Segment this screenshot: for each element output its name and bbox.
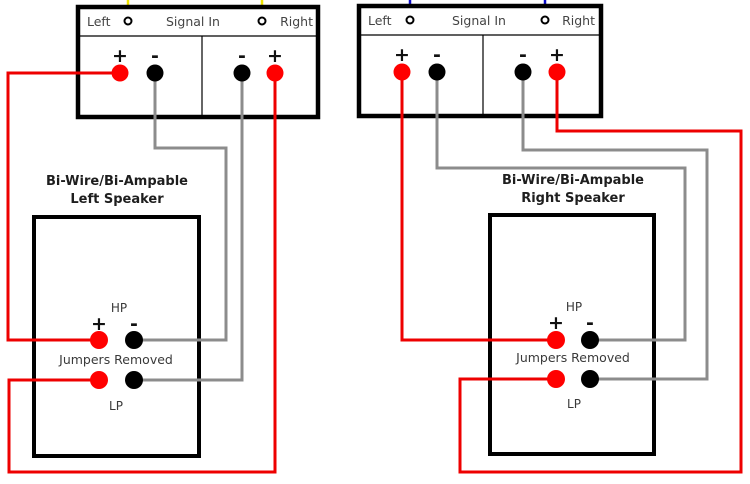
right-speaker-lp-label: LP: [567, 397, 581, 411]
right-amp-body: [356, 3, 604, 119]
right-speaker-plus-label: +: [548, 312, 564, 334]
left-amp-a-positive-terminal: [111, 64, 129, 82]
left-speaker-title-line1: Bi-Wire/Bi-Ampable: [46, 174, 188, 189]
right-amp-b-negative-terminal: [514, 63, 532, 81]
left-amp-signal-title: Signal In: [166, 14, 220, 29]
left-speaker-lp-negative-terminal: [125, 371, 143, 389]
left-lp-negative-wire: [134, 73, 244, 382]
left-amp-left-input-jack-icon: [123, 16, 133, 26]
right-lp-positive-wire: [458, 72, 743, 474]
right-speaker-lp-positive-terminal: [547, 370, 565, 388]
left-speaker-hp-positive-terminal: [90, 331, 108, 349]
right-speaker-hp-label: HP: [566, 300, 582, 314]
left-amp-left-label: Left: [87, 14, 111, 29]
left-amp-b-negative-terminal: [233, 64, 251, 82]
right-lp-negative-wire: [521, 72, 709, 381]
right-speaker-hp-negative-terminal: [581, 331, 599, 349]
left-hp-negative-wire: [134, 73, 228, 342]
left-amp-b-minus-label: -: [238, 45, 246, 67]
left-amp-body: [75, 4, 321, 120]
right-amplifier: Left Signal In Right + - - +: [356, 0, 604, 119]
right-amp-b-positive-terminal: [548, 63, 566, 81]
right-amp-a-minus-label: -: [433, 44, 441, 66]
left-amplifier: Left Signal In Right + - - +: [75, 0, 321, 120]
right-amp-left-input-jack-icon: [405, 15, 415, 25]
right-amp-a-plus-label: +: [394, 44, 410, 66]
right-amp-a-negative-terminal: [428, 63, 446, 81]
right-amp-b-plus-label: +: [549, 44, 565, 66]
right-amp-a-positive-terminal: [393, 63, 411, 81]
left-speaker-hp-label: HP: [111, 301, 127, 315]
right-speaker-hp-positive-terminal: [547, 331, 565, 349]
left-amp-right-label: Right: [280, 14, 313, 29]
right-amp-b-minus-label: -: [519, 44, 527, 66]
left-speaker-plus-label: +: [91, 313, 107, 335]
left-speaker: Bi-Wire/Bi-Ampable Left Speaker HP + - J…: [32, 174, 201, 458]
right-speaker-cabinet: [488, 213, 656, 456]
left-speaker-lp-label: LP: [109, 399, 123, 413]
left-amp-right-input-jack-icon: [257, 16, 267, 26]
right-hp-negative-wire: [435, 72, 687, 342]
right-speaker-minus-label: -: [586, 312, 594, 334]
left-amp-a-negative-terminal: [146, 64, 164, 82]
left-amp-b-positive-terminal: [266, 64, 284, 82]
left-speaker-jumper-note: Jumpers Removed: [58, 352, 173, 367]
left-speaker-minus-label: -: [130, 313, 138, 335]
left-speaker-hp-negative-terminal: [125, 331, 143, 349]
right-speaker-jumper-note: Jumpers Removed: [515, 350, 630, 365]
right-amp-signal-title: Signal In: [452, 13, 506, 28]
left-lp-positive-wire: [7, 73, 277, 474]
right-amp-right-label: Right: [562, 13, 595, 28]
right-amp-left-label: Left: [368, 13, 392, 28]
right-speaker-title-line2: Right Speaker: [521, 191, 625, 206]
left-speaker-lp-positive-terminal: [90, 371, 108, 389]
left-speaker-title-line2: Left Speaker: [70, 192, 164, 207]
left-hp-positive-wire: [6, 71, 120, 342]
left-speaker-cabinet: [32, 215, 201, 458]
left-amp-a-plus-label: +: [112, 45, 128, 67]
right-hp-positive-wire: [400, 72, 556, 342]
right-amp-right-input-jack-icon: [540, 15, 550, 25]
right-speaker-title-line1: Bi-Wire/Bi-Ampable: [502, 173, 644, 188]
right-speaker-lp-negative-terminal: [581, 370, 599, 388]
terminals: [90, 63, 599, 389]
left-amp-a-minus-label: -: [151, 45, 159, 67]
right-speaker: Bi-Wire/Bi-Ampable Right Speaker HP + - …: [488, 173, 656, 456]
left-amp-b-plus-label: +: [267, 45, 283, 67]
